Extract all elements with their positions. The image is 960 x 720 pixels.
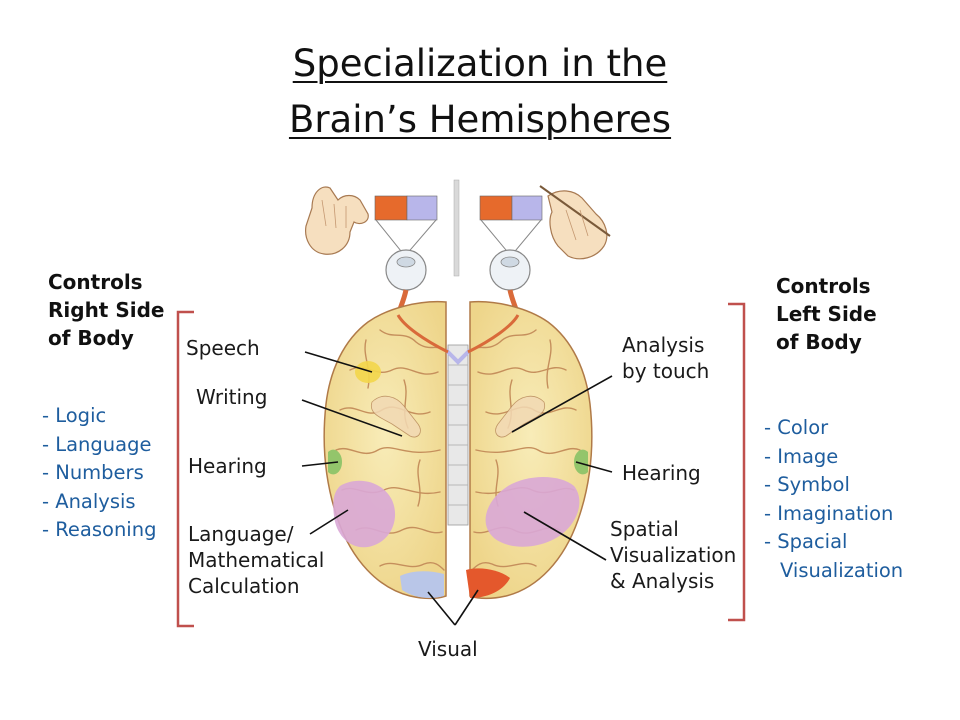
hearing-region-right [574,449,588,475]
right-stimulus-swatch [479,195,543,221]
label-visual: Visual [418,637,478,661]
label-touch: Analysis by touch [622,332,709,384]
list-item: - Analysis [42,489,136,513]
list-item: - Language [42,432,152,456]
left-bracket [176,310,194,628]
language-region [333,480,396,548]
left-hand-icon [305,186,369,255]
right-eye-icon [489,249,531,316]
right-heading-line-1: Controls [776,274,871,298]
right-bracket [728,302,746,622]
list-item: - Symbol [764,473,850,496]
label-spatial-line-3: & Analysis [610,569,715,593]
right-heading-line-3: of Body [776,330,862,354]
list-item: - Imagination [764,501,894,525]
label-language-line-2: Mathematical [188,548,325,572]
label-touch-line-1: Analysis [622,333,705,357]
label-language: Language/ Mathematical Calculation [188,521,324,599]
list-item: - Reasoning [42,518,157,541]
label-spatial: Spatial Visualization & Analysis [610,516,736,594]
label-touch-line-2: by touch [622,359,710,383]
visual-divider [453,179,460,277]
left-heading-line-2: Right Side [48,298,165,322]
list-item: - Image [764,444,839,468]
title-line-2: Brain’s Hemispheres [288,98,672,141]
corpus-callosum [444,344,472,526]
right-hand-icon [539,185,611,260]
speech-region [355,361,381,383]
label-language-line-3: Calculation [188,574,300,598]
left-heading-line-1: Controls [48,270,143,294]
left-heading-line-3: of Body [48,326,134,350]
list-item: - Numbers [42,461,144,484]
pointer-lines [301,351,613,626]
left-function-list: - Logic - Language - Numbers - Analysis … [42,402,156,545]
label-spatial-line-1: Spatial [610,517,679,541]
right-heading-line-2: Left Side [776,302,877,326]
label-speech: Speech [186,336,260,360]
title-line-1: Specialization in the [292,42,668,85]
visual-region-left [400,571,444,598]
list-item: - Color [764,416,829,439]
right-hemisphere [466,300,593,600]
label-writing: Writing [196,385,268,409]
right-function-list: - Color - Image - Symbol - Imagination -… [764,414,903,585]
label-hearing-left: Hearing [188,454,267,478]
label-language-line-1: Language/ [188,522,294,546]
spatial-region [485,477,580,547]
label-hearing-right: Hearing [622,461,701,485]
left-heading: Controls Right Side of Body [48,268,164,352]
list-item: - Logic [42,404,107,427]
list-item: Visualization [780,558,904,582]
label-spatial-line-2: Visualization [610,543,737,567]
left-stimulus-swatch [374,195,438,221]
list-item: - Spacial [764,530,848,553]
left-hemisphere [323,300,447,600]
right-heading: Controls Left Side of Body [776,272,877,356]
